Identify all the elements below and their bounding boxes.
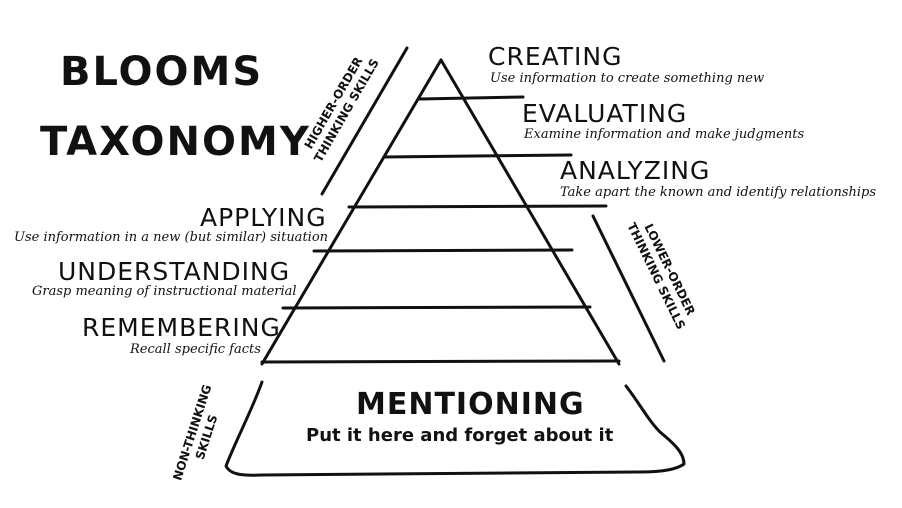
level-remembering-desc: Recall specific facts	[130, 342, 261, 357]
level-applying-desc: Use information in a new (but similar) s…	[14, 230, 329, 245]
mentioning-desc: Put it here and forget about it	[306, 425, 614, 446]
level-analyzing-desc: Take apart the known and identify relati…	[560, 185, 877, 200]
mentioning-name: MENTIONING	[356, 387, 585, 422]
level-analyzing-name: ANALYZING	[560, 156, 711, 185]
tier-line-creating	[418, 95, 525, 101]
level-remembering-name: REMEMBERING	[82, 313, 281, 342]
base-outline	[224, 380, 686, 477]
level-understanding-desc: Grasp meaning of instructional material	[32, 284, 297, 299]
tier-line-remembering	[260, 359, 621, 364]
title-line-1: BLOOMS	[60, 49, 264, 95]
level-creating-name: CREATING	[488, 42, 623, 71]
tier-line-evaluating	[382, 153, 573, 159]
level-evaluating-desc: Examine information and make judgments	[524, 127, 805, 142]
higher-order-bracket	[320, 46, 409, 196]
tier-line-analyzing	[347, 204, 608, 209]
title-line-2: TAXONOMY	[40, 119, 311, 165]
tier-line-applying	[312, 248, 574, 253]
lower-order-bracket	[591, 214, 666, 363]
pyramid-right-edge	[439, 58, 621, 366]
level-applying-name: APPLYING	[200, 203, 327, 232]
pyramid-left-edge	[260, 58, 443, 366]
level-understanding-name: UNDERSTANDING	[58, 257, 291, 286]
level-evaluating-name: EVALUATING	[522, 99, 688, 128]
level-creating-desc: Use information to create something new	[490, 71, 765, 86]
tier-line-understanding	[281, 305, 592, 310]
